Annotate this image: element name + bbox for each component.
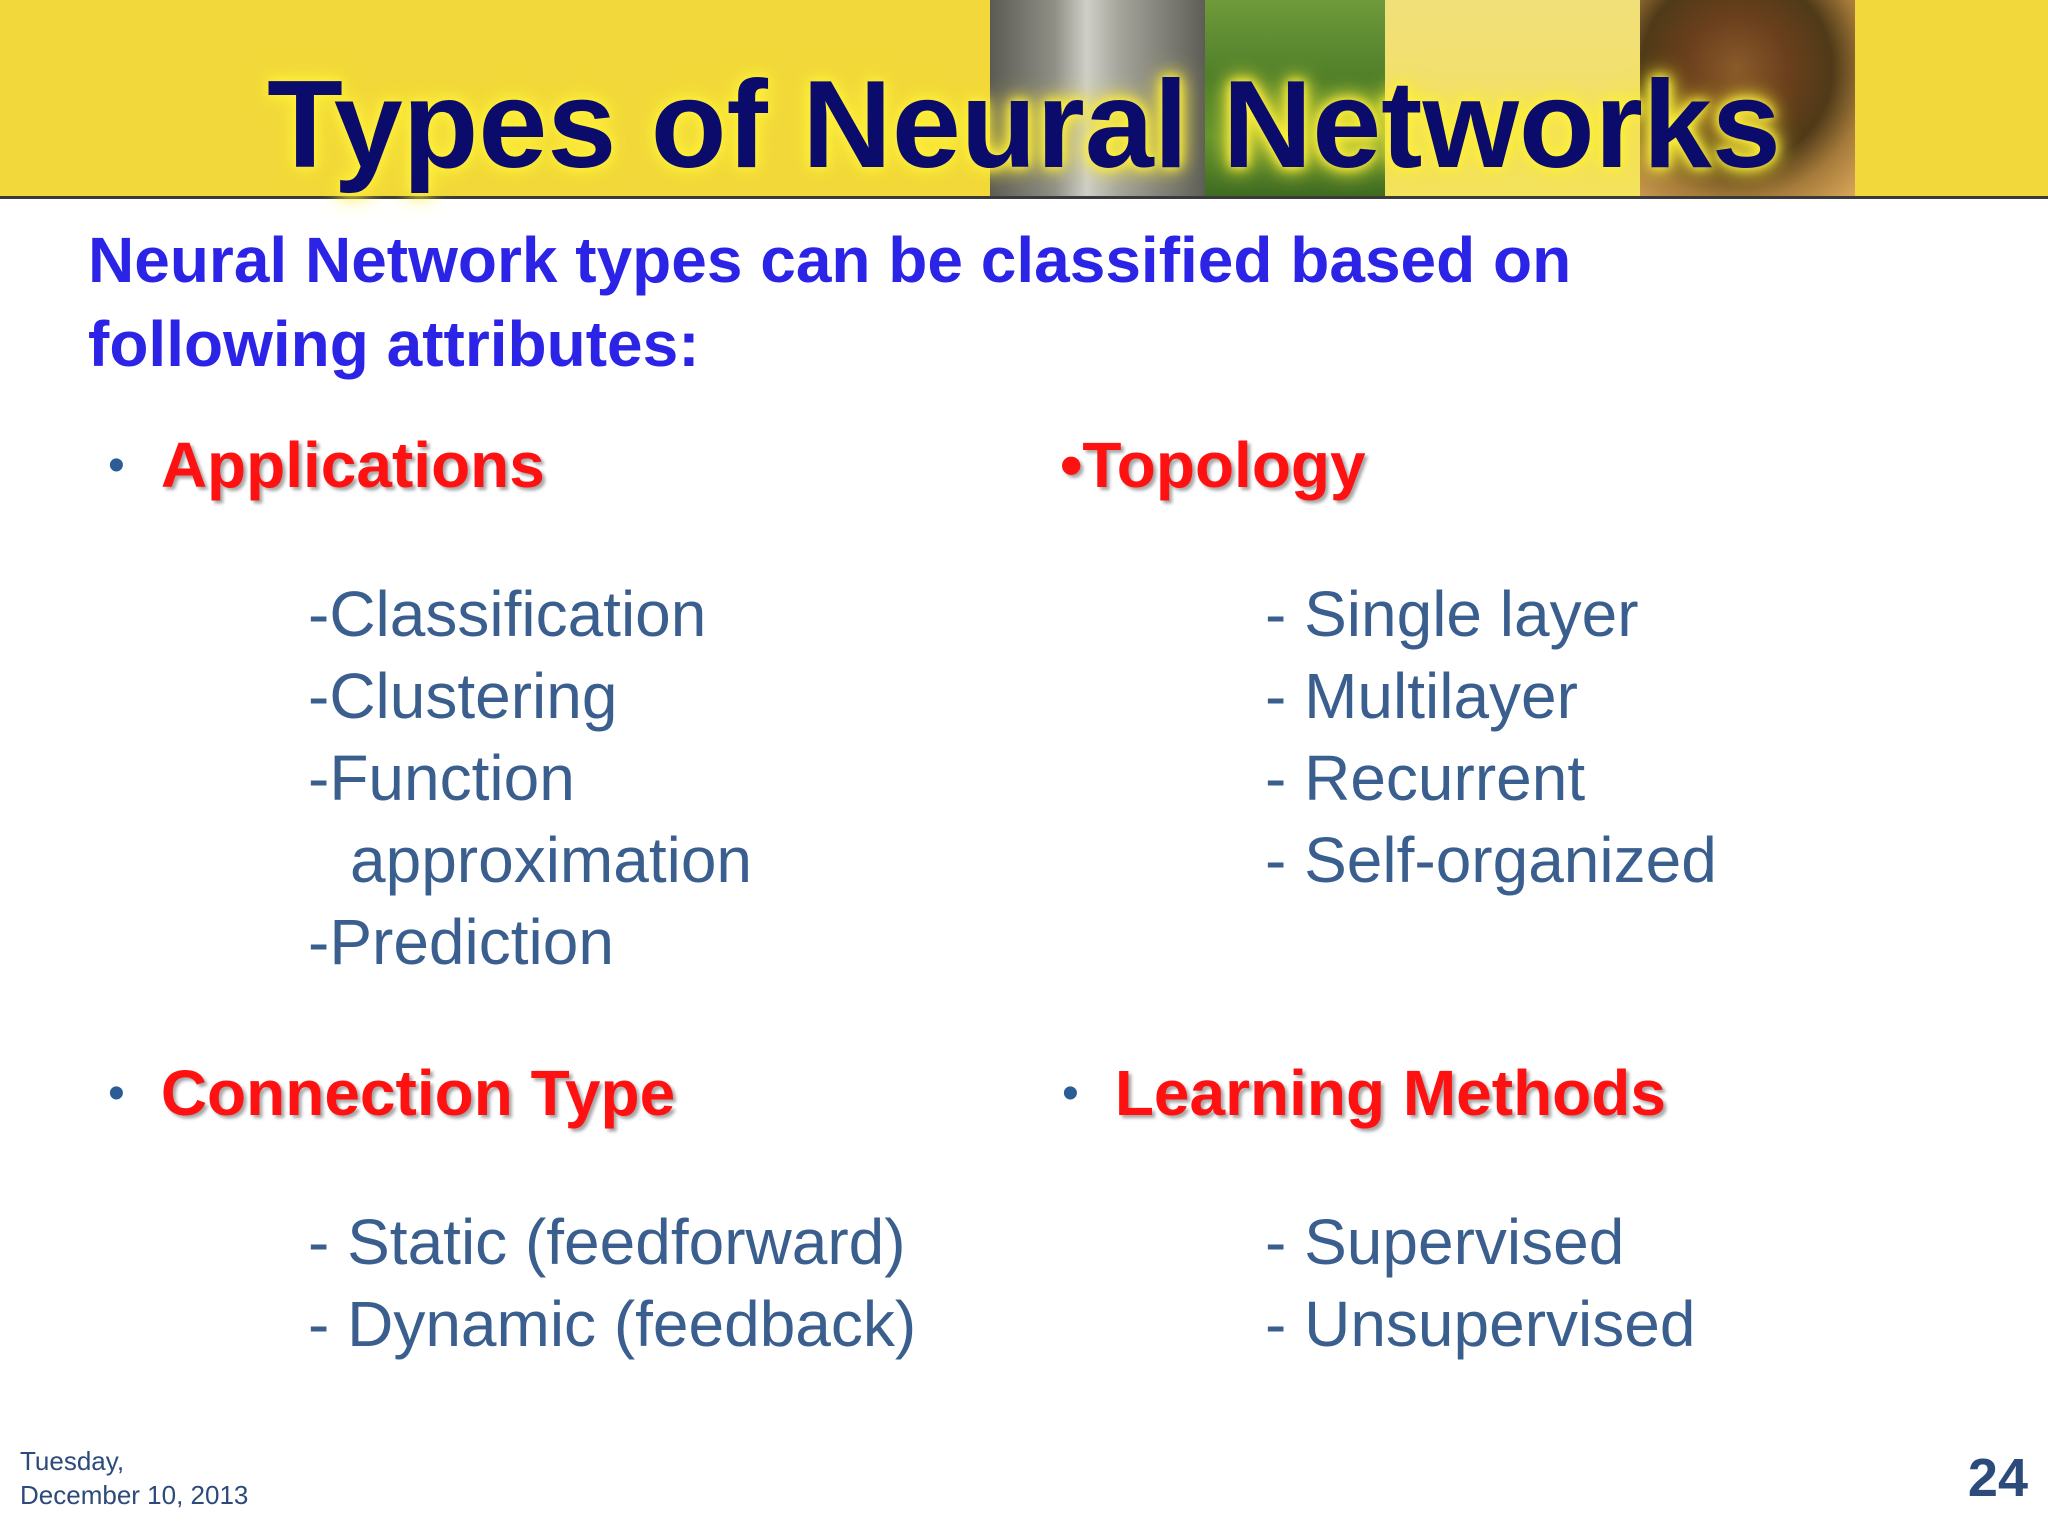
list-topology: - Single layer - Multilayer - Recurrent … <box>1265 573 1717 901</box>
list-item: -Classification <box>308 578 707 650</box>
list-connection-type: - Static (feedforward) - Dynamic (feedba… <box>308 1201 916 1365</box>
section-learning-methods: • Learning Methods <box>1062 1053 1666 1140</box>
list-applications: -Classification -Clustering -Function ap… <box>308 573 752 983</box>
list-item: -Prediction <box>308 906 614 978</box>
list-item: - Multilayer <box>1265 660 1578 732</box>
section-heading-applications: • Applications <box>108 425 545 512</box>
footer-date-line1: Tuesday, <box>20 1446 125 1476</box>
footer-date-line2: December 10, 2013 <box>20 1480 249 1510</box>
section-heading-topology: •Topology <box>1060 425 1366 505</box>
list-item: - Static (feedforward) <box>308 1206 906 1278</box>
section-topology: •Topology <box>1060 425 1366 505</box>
city-photo <box>990 0 1205 196</box>
heading-label: Topology <box>1082 429 1366 501</box>
heading-label: Applications <box>160 429 545 501</box>
slide-title: Types of Neural Networks <box>267 56 1781 194</box>
heading-label: Learning Methods <box>1114 1057 1666 1129</box>
intro-text: Neural Network types can be classified b… <box>88 224 1572 380</box>
list-item: - Recurrent <box>1265 742 1586 814</box>
bullet-icon: • <box>108 439 125 492</box>
bullet-icon: • <box>1060 429 1083 501</box>
list-item: -Function <box>308 742 575 814</box>
title-banner <box>0 0 2048 199</box>
list-item: - Supervised <box>1265 1206 1625 1278</box>
list-item: -Clustering <box>308 660 618 732</box>
field-photo <box>1205 0 1385 196</box>
bullet-icon: • <box>1062 1067 1079 1120</box>
section-connection-type: • Connection Type <box>108 1053 675 1140</box>
section-heading-learning-methods: • Learning Methods <box>1062 1053 1666 1140</box>
list-item: - Dynamic (feedback) <box>308 1288 917 1360</box>
section-applications: • Applications <box>108 425 545 512</box>
page-number: 24 <box>1967 1448 2028 1508</box>
list-item: approximation <box>350 824 752 896</box>
heading-label: Connection Type <box>160 1057 676 1129</box>
footer-date: Tuesday, December 10, 2013 <box>20 1444 248 1512</box>
section-heading-connection-type: • Connection Type <box>108 1053 675 1140</box>
list-item: - Single layer <box>1265 578 1639 650</box>
bullet-icon: • <box>108 1067 125 1120</box>
banner-light-strip <box>1385 0 1640 196</box>
list-item: - Self-organized <box>1265 824 1717 896</box>
list-learning-methods: - Supervised - Unsupervised <box>1265 1201 1695 1365</box>
list-item: - Unsupervised <box>1265 1288 1696 1360</box>
tree-photo <box>1640 0 1855 196</box>
